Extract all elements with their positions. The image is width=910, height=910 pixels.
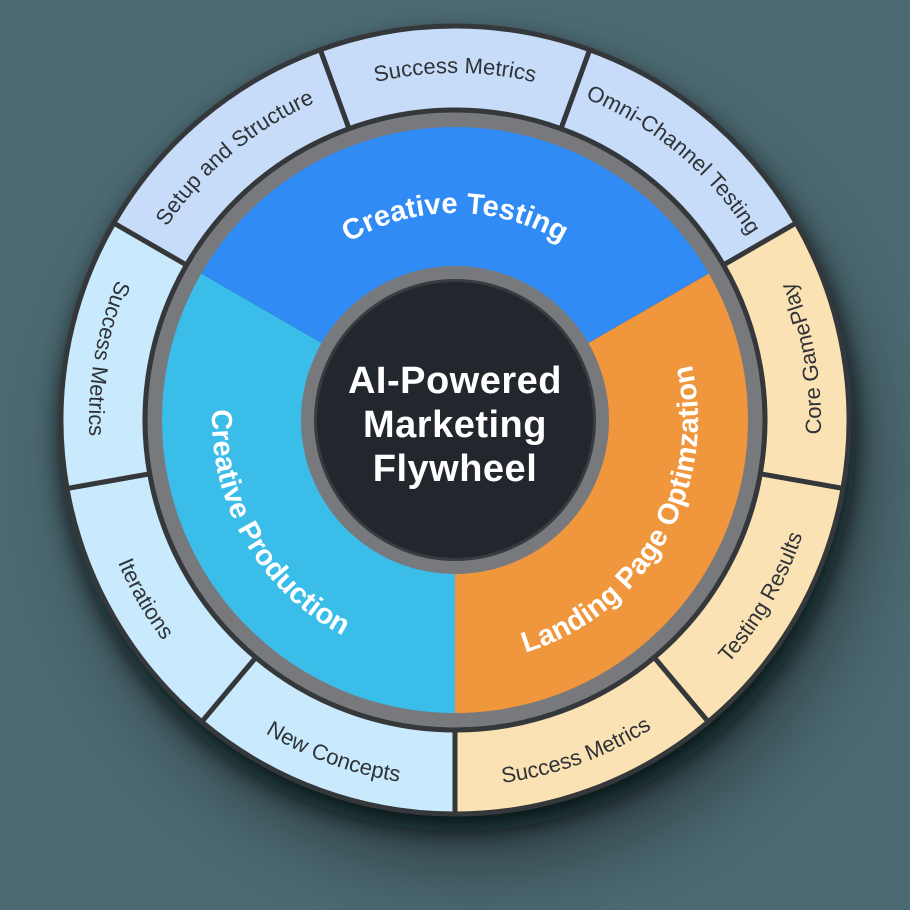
outer-segment [111,47,352,268]
center-title-line: Flywheel [373,448,538,490]
inner-donut [161,126,749,713]
inner-segment [455,273,749,713]
outer-ring [58,23,852,817]
inner-segment [201,126,709,344]
center-title-line: Marketing [363,404,547,446]
inner-segment [161,273,456,713]
center-hub [314,279,596,561]
outer-gray-ring [147,112,763,728]
inner-gray-ring [301,266,609,574]
center-title-line: AI-Powered [348,360,562,402]
